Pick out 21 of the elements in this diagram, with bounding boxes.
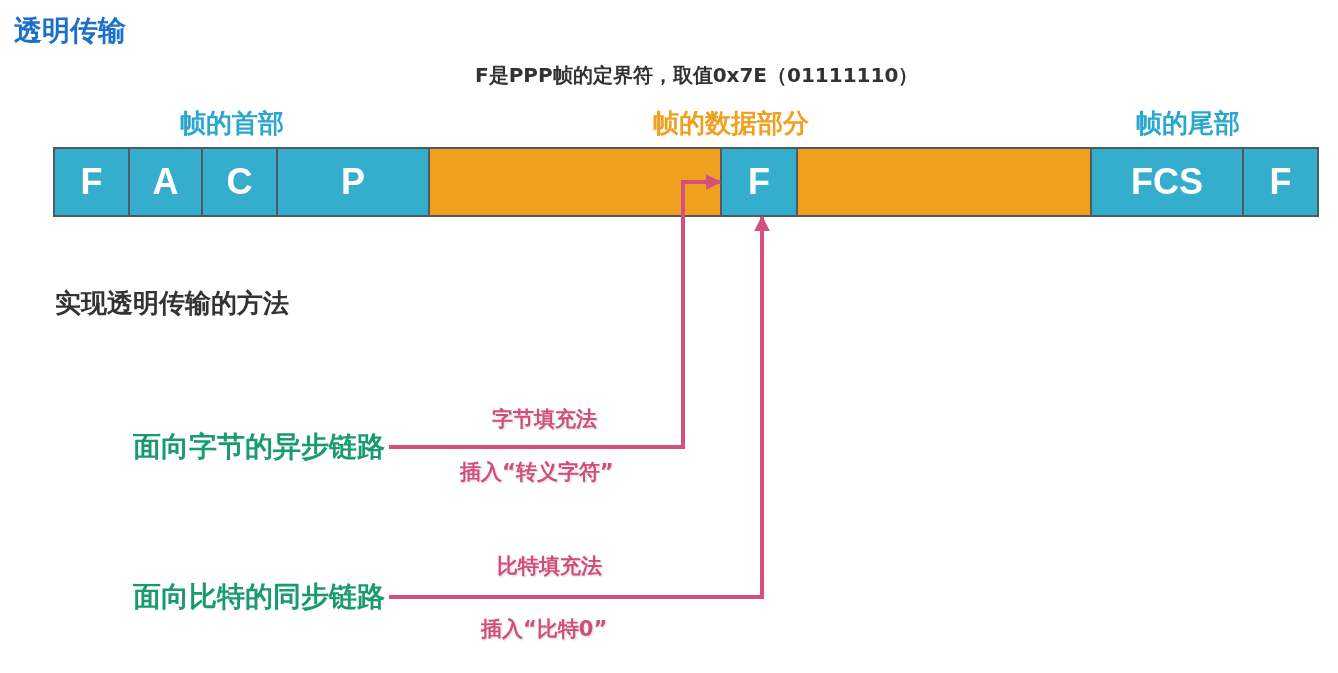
section-label: 帧的数据部分 (653, 107, 809, 140)
arrow (389, 215, 770, 599)
frame-field: A (128, 147, 203, 217)
frame-field: F (1242, 147, 1319, 217)
section-label: 帧的首部 (180, 107, 284, 140)
note: F是PPP帧的定界符，取值0x7E（01111110） (475, 62, 919, 89)
link-type-label: 面向字节的异步链路 (133, 428, 385, 466)
section-label: 帧的尾部 (1136, 107, 1240, 140)
frame-field: F (720, 147, 798, 217)
frame-field: P (276, 147, 430, 217)
frame-field: C (201, 147, 278, 217)
edge-note: 插入“比特0” (481, 616, 608, 643)
edge-label: 比特填充法 (497, 553, 602, 580)
heading: 实现透明传输的方法 (55, 287, 289, 320)
edge-label: 字节填充法 (492, 406, 597, 433)
title: 透明传输 (14, 13, 126, 49)
edge-note: 插入“转义字符” (460, 459, 614, 486)
frame-field: FCS (1090, 147, 1244, 217)
link-type-label: 面向比特的同步链路 (133, 578, 385, 616)
frame-field: F (53, 147, 130, 217)
arrow (389, 174, 722, 449)
